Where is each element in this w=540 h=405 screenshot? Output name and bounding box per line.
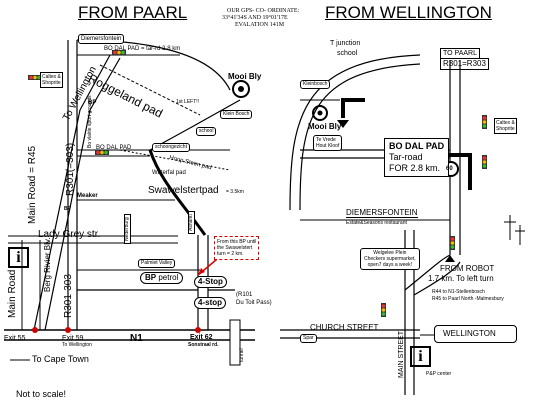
exit-62-label: Exit 62 (190, 334, 213, 341)
caltex-left-label: Caltex & (42, 74, 61, 80)
main-road-r45-label: Main Road = R45 (27, 145, 38, 224)
nederburg-label: Nederburg (124, 214, 131, 244)
mooi-bly-left-label: Mooi Bly (228, 72, 262, 81)
te-vrede-line-1: Te Vrede (316, 137, 336, 143)
bp-petrol-bp: BP (145, 273, 157, 282)
meaker-label: Meaker (77, 193, 98, 199)
bo-vlakte-label: Bo vlakte sport grounds (87, 95, 93, 148)
t-junction-school-label: school (337, 50, 358, 57)
church-street-label: CHURCH STREET (310, 323, 379, 332)
kleinbosch-right-label: Kleinbosch (300, 80, 331, 89)
berg-rivier-label: Berg Rivier Blv. (43, 237, 52, 292)
diemersfontein-label: Diemersfontein (78, 34, 125, 44)
from-paarl-heading: FROM PAARL (78, 3, 188, 22)
note-line-3: turn = 2 km. (217, 251, 244, 257)
bo-dal-pad-mid-label: BO DAL PAD (96, 145, 132, 151)
gps-line-1: OUR GPS- CO- ORDINATE: (227, 8, 300, 14)
four-stop-a-label: 4-Stop (194, 276, 227, 288)
info-icon-left: i (8, 247, 29, 268)
caltex-shoprite-left: Caltex &Shoprite (40, 72, 63, 88)
du-toit-pass-label: Du Toit Pass) (236, 300, 272, 306)
pp-center-label: P&P center (426, 371, 452, 377)
exit-55-label: Exit 55 (4, 335, 26, 342)
ashanti-label: Ashanti (188, 211, 195, 234)
r301-r303-label: R301=R303 (440, 58, 489, 70)
schoongezicht-label: schoongezicht (152, 143, 190, 152)
r101-label: (R101 (236, 292, 253, 298)
welgelee-line-3: open7 days a week! (367, 262, 413, 268)
school-left-label: school (196, 127, 217, 136)
shoprite-right-label: Shoprite (496, 126, 515, 132)
from-wellington-heading: FROM WELLINGTON (325, 3, 492, 22)
r45-label: R45 to Paarl North -Malmesbury (432, 296, 504, 302)
t-junction-label: T junction (330, 40, 361, 47)
main-road-lower-label: Main Road (7, 269, 18, 318)
bp-top-label: BP (88, 100, 97, 106)
bo-dal-pad-right-label: BO DAL PAD (389, 141, 445, 151)
note-line-1: From this BP until (217, 239, 257, 245)
four-stop-b-label: 4-stop (194, 297, 226, 309)
bp-mid-label: BP (64, 206, 71, 212)
exit-59-label: Exit 59 (62, 335, 84, 342)
info-icon-right: i (410, 346, 431, 367)
diemersfontein-right-label: DIEMERSFONTEIN (346, 208, 418, 218)
from-robot-label: FROM ROBOT (440, 264, 495, 273)
swawelstertpad-label: Swawelstertpad (148, 185, 219, 196)
to-cape-town-label: To Cape Town (32, 354, 89, 364)
for-distance-label: FOR 2.8 km. (389, 163, 441, 173)
to-paarl-label: TO PAARL (440, 48, 480, 58)
r44-label: R44 to N1-Stellenbosch (432, 289, 485, 295)
welgelee-line-1: Welgelee Plein (373, 250, 407, 256)
wellington-box: WELLINGTON (434, 325, 517, 343)
bo-dal-pad-top-label: BO DAL PAD = tar-rd 2.8 km (104, 46, 181, 52)
r301-vertical-label: R301(=303) (65, 142, 76, 196)
exit-59-sub-label: To Wellington (62, 342, 92, 348)
tar-road-label: Tar-road (389, 152, 423, 162)
welgelee-line-2: Checkers supermarket, (364, 256, 416, 262)
lady-grey-label: Lady Grey str. (38, 229, 101, 240)
main-street-label: MAIN STREET (398, 330, 405, 378)
swawel-distance-label: = 3.5km (226, 189, 244, 195)
not-to-scale-note: Not to scale! (16, 389, 67, 399)
from-robot-distance-label: 1.7 km. To left turn (428, 274, 494, 283)
r301-303-lower-label: R301-303 (63, 274, 74, 318)
exit-62-sub-label: Sonstraal rd. (188, 342, 219, 348)
tunnel-label: tunnel (239, 348, 245, 362)
te-vrede-line-2: Hout Kloof (316, 143, 340, 149)
bp-petrol-text: petrol (158, 273, 179, 282)
n1-label: N1 (130, 333, 143, 344)
spar-label: Spar (300, 334, 317, 343)
caltex-right-label: Caltex & (496, 120, 515, 126)
waterfal-label: Waterfal pad (152, 170, 186, 176)
gps-line-3: EVALATION 141M (235, 22, 285, 28)
mooi-bly-right-label: Mooi Bly (308, 122, 342, 131)
estate-seasons-label: Estate&Seasons restaurant (346, 220, 407, 226)
bp-petrol-label: BP petrol (140, 272, 184, 284)
klein-bosch-left-label: Klein Bosch (220, 110, 253, 119)
palmiet-valley-label: Palmiet Valley (138, 259, 176, 268)
shoprite-left-label: Shoprite (42, 80, 61, 86)
caltex-shoprite-right: Caltex &Shoprite (494, 118, 517, 134)
speed-sign-label: 60 (446, 166, 453, 172)
gps-line-2: 33°41'34S AND 19°01'17E (222, 15, 288, 21)
first-left-label: 1st LEFT!! (176, 99, 200, 105)
note-line-2: the Swawelstert (217, 245, 253, 251)
